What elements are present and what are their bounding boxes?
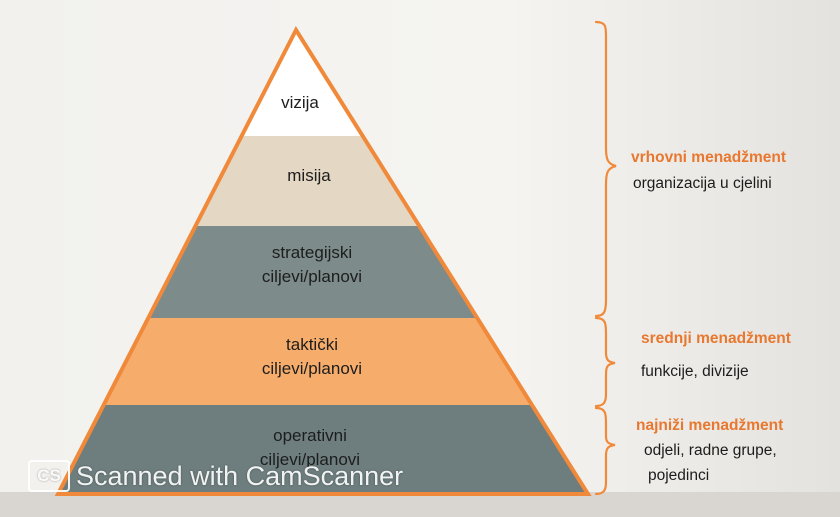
management-description: funkcije, divizije (641, 363, 749, 380)
management-brackets (594, 20, 617, 496)
bracket-top-management (594, 20, 617, 318)
management-description: pojedinci (648, 467, 710, 484)
bracket-middle-management (594, 316, 616, 408)
level-label: vizija (281, 93, 319, 112)
level-misija-band (195, 136, 420, 226)
level-tactical-band (103, 318, 532, 405)
level-label: ciljevi/planovi (262, 359, 362, 378)
level-label: ciljevi/planovi (260, 450, 360, 469)
level-vizija-band (241, 30, 363, 136)
management-title: najniži menadžment (636, 417, 784, 434)
level-label: strategijski (272, 243, 352, 262)
level-label: operativni (273, 426, 347, 445)
page-edge-shadow (0, 492, 840, 517)
level-strategic-band (148, 226, 478, 318)
pyramid (54, 25, 592, 496)
management-title: srednji menadžment (641, 330, 791, 347)
watermark-text: Scanned with CamScanner (76, 460, 404, 491)
level-label: taktički (286, 335, 338, 354)
pyramid-labels: vizija misija strategijski ciljevi/plano… (260, 93, 362, 469)
level-label: misija (287, 166, 331, 185)
camscanner-logo: CS (28, 460, 70, 492)
management-title: vrhovni menadžment (631, 149, 787, 166)
management-description: odjeli, radne grupe, (644, 442, 777, 459)
level-label: ciljevi/planovi (262, 267, 362, 286)
management-description: organizacija u cjelini (633, 175, 772, 192)
pyramid-outline (54, 25, 592, 496)
bracket-lower-management (594, 406, 616, 496)
level-operational-band (58, 405, 588, 494)
camscanner-watermark: CS Scanned with CamScanner (28, 458, 403, 494)
